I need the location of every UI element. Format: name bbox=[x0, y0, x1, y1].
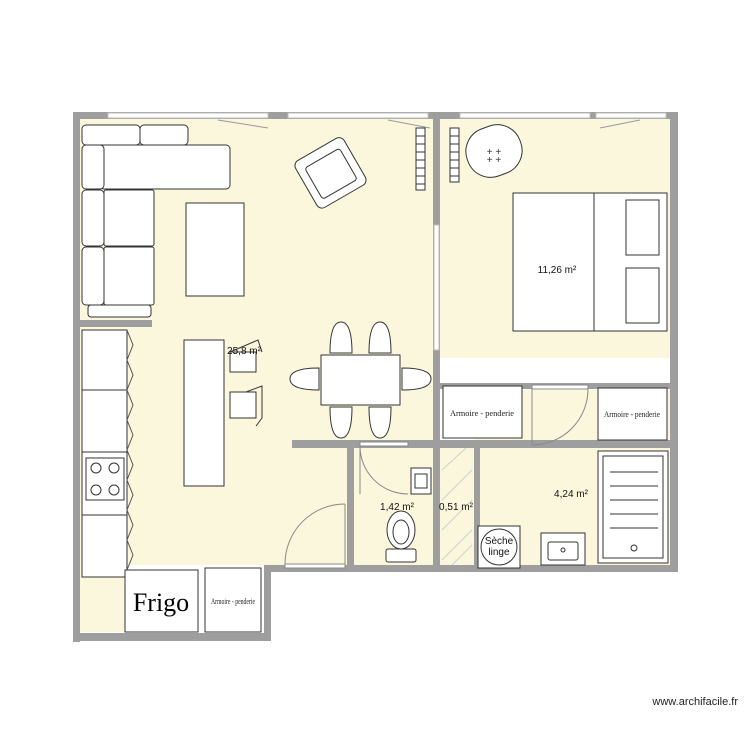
dryer: Sèche linge bbox=[477, 525, 521, 569]
wardrobe-bedroom-label: Armoire - penderie bbox=[450, 409, 514, 418]
svg-text:+ +: + + bbox=[487, 147, 502, 158]
fridge-label: Frigo bbox=[133, 588, 189, 617]
dryer-label-1: Sèche bbox=[485, 536, 514, 547]
dining-set bbox=[289, 321, 432, 439]
wardrobe-entry bbox=[204, 567, 262, 633]
shower bbox=[597, 450, 669, 564]
wc-sink bbox=[410, 467, 432, 495]
double-bed bbox=[512, 192, 668, 332]
pouf: + + + + bbox=[465, 124, 523, 178]
closet-hatch bbox=[441, 447, 473, 566]
svg-text:+ +: + + bbox=[487, 155, 502, 166]
toilet bbox=[385, 510, 417, 563]
dryer-label-2: linge bbox=[488, 547, 510, 558]
windows bbox=[107, 112, 667, 351]
kitchen-island bbox=[183, 339, 225, 487]
room-area-bedroom: 11,26 m² bbox=[538, 265, 577, 276]
room-area-wc: 1,42 m² bbox=[380, 502, 415, 513]
wardrobe-entry-label: Armoire - penderie bbox=[211, 597, 255, 606]
wardrobe-bedroom bbox=[442, 385, 523, 439]
stove-icon bbox=[85, 457, 125, 501]
bathroom-sink bbox=[540, 532, 586, 566]
radiator-living bbox=[415, 127, 426, 191]
wardrobe-bath-label: Armoire - penderie bbox=[604, 410, 660, 419]
coffee-table bbox=[185, 202, 245, 297]
room-area-bathroom: 4,24 m² bbox=[554, 489, 589, 500]
bar-stools bbox=[229, 339, 263, 427]
doors bbox=[284, 384, 589, 569]
sofa bbox=[81, 124, 231, 318]
kitchen-counter bbox=[81, 329, 134, 578]
site-credit[interactable]: www.archifacile.fr bbox=[652, 696, 738, 708]
wardrobe-bath bbox=[597, 387, 668, 441]
room-area-closet: 0,51 m² bbox=[439, 502, 474, 513]
radiator-bedroom bbox=[449, 127, 460, 183]
room-area-living: 25,8 m² bbox=[227, 346, 262, 357]
fridge bbox=[124, 569, 199, 633]
armchair bbox=[294, 137, 367, 209]
